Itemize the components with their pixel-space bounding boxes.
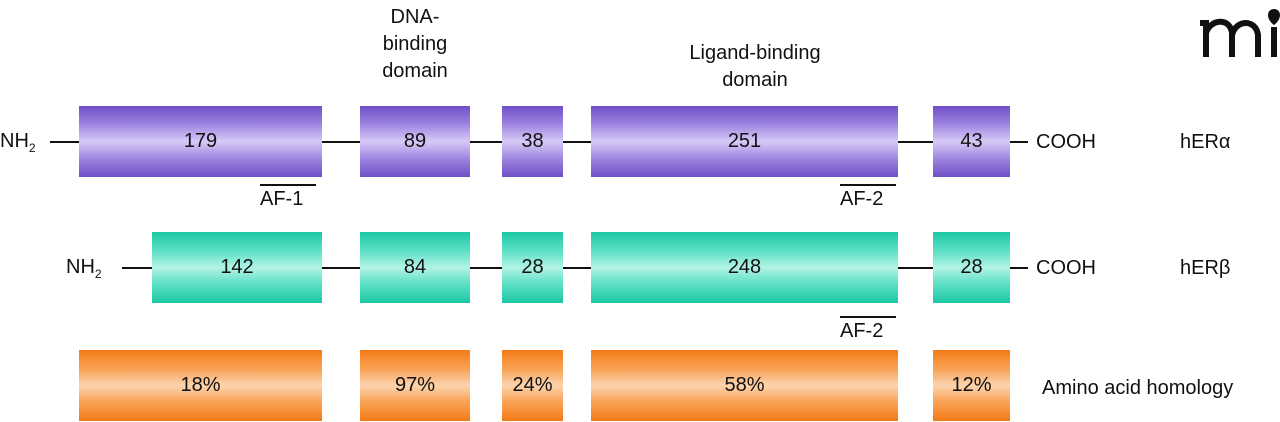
herb-segment-2-label: 84 — [403, 256, 427, 278]
herb-segment-2: 84 — [360, 232, 470, 303]
hera-af1-label: AF-1 — [260, 184, 316, 210]
hera-segment-5: 43 — [933, 106, 1010, 177]
herb-n-terminus: NH2 — [66, 256, 102, 281]
hera-segment-5-label: 43 — [960, 130, 983, 152]
homology-segment-2: 97% — [360, 350, 470, 421]
hera-n-terminus-main: NH — [0, 130, 29, 152]
herb-segment-4-label: 248 — [727, 256, 762, 278]
homology-segment-5-label: 12% — [951, 374, 992, 396]
hera-n-terminus-sub: 2 — [28, 141, 36, 155]
herb-segment-5: 28 — [933, 232, 1010, 303]
hera-c-terminus: COOH — [1036, 131, 1096, 153]
homology-segment-2-label: 97% — [394, 374, 436, 396]
hera-name: hERα — [1180, 131, 1231, 153]
hera-segment-3-label: 38 — [521, 130, 544, 152]
herb-n-terminus-main: NH — [66, 256, 95, 278]
hera-af2-label: AF-2 — [840, 184, 896, 210]
herb-segment-3: 28 — [502, 232, 563, 303]
herb-segment-4: 248 — [591, 232, 898, 303]
ligand-binding-domain-label: Ligand-binding domain — [689, 42, 821, 91]
homology-segment-3: 24% — [502, 350, 563, 421]
herb-c-terminus: COOH — [1036, 257, 1096, 279]
dna-binding-domain-label: DNA- binding domain — [382, 6, 448, 82]
herb-name: hERβ — [1180, 257, 1231, 279]
hera-segment-3: 38 — [502, 106, 563, 177]
herb-segment-1: 142 — [152, 232, 322, 303]
homology-segment-4-label: 58% — [724, 374, 765, 396]
homology-segment-5: 12% — [933, 350, 1010, 421]
herb-backbone-line — [122, 267, 1028, 269]
hera-segment-1-label: 179 — [183, 130, 218, 152]
herb-segment-5-label: 28 — [960, 256, 983, 278]
homology-segment-3-label: 24% — [512, 374, 553, 396]
herb-segment-1-label: 142 — [220, 256, 254, 278]
mi-logo-icon — [1200, 9, 1280, 57]
hera-segment-4: 251 — [591, 106, 898, 177]
hera-segment-4-label: 251 — [727, 130, 762, 152]
homology-segment-1-label: 18% — [180, 374, 221, 396]
herb-segment-3-label: 28 — [521, 256, 544, 278]
herb-af2-label: AF-2 — [840, 316, 896, 342]
homology-segment-1: 18% — [79, 350, 322, 421]
homology-segment-4: 58% — [591, 350, 898, 421]
hera-segment-2-label: 89 — [403, 130, 427, 152]
hera-segment-1: 179 — [79, 106, 322, 177]
herb-n-terminus-sub: 2 — [94, 267, 102, 281]
homology-label: Amino acid homology — [1042, 377, 1234, 399]
hera-segment-2: 89 — [360, 106, 470, 177]
hera-n-terminus: NH2 — [0, 130, 36, 155]
